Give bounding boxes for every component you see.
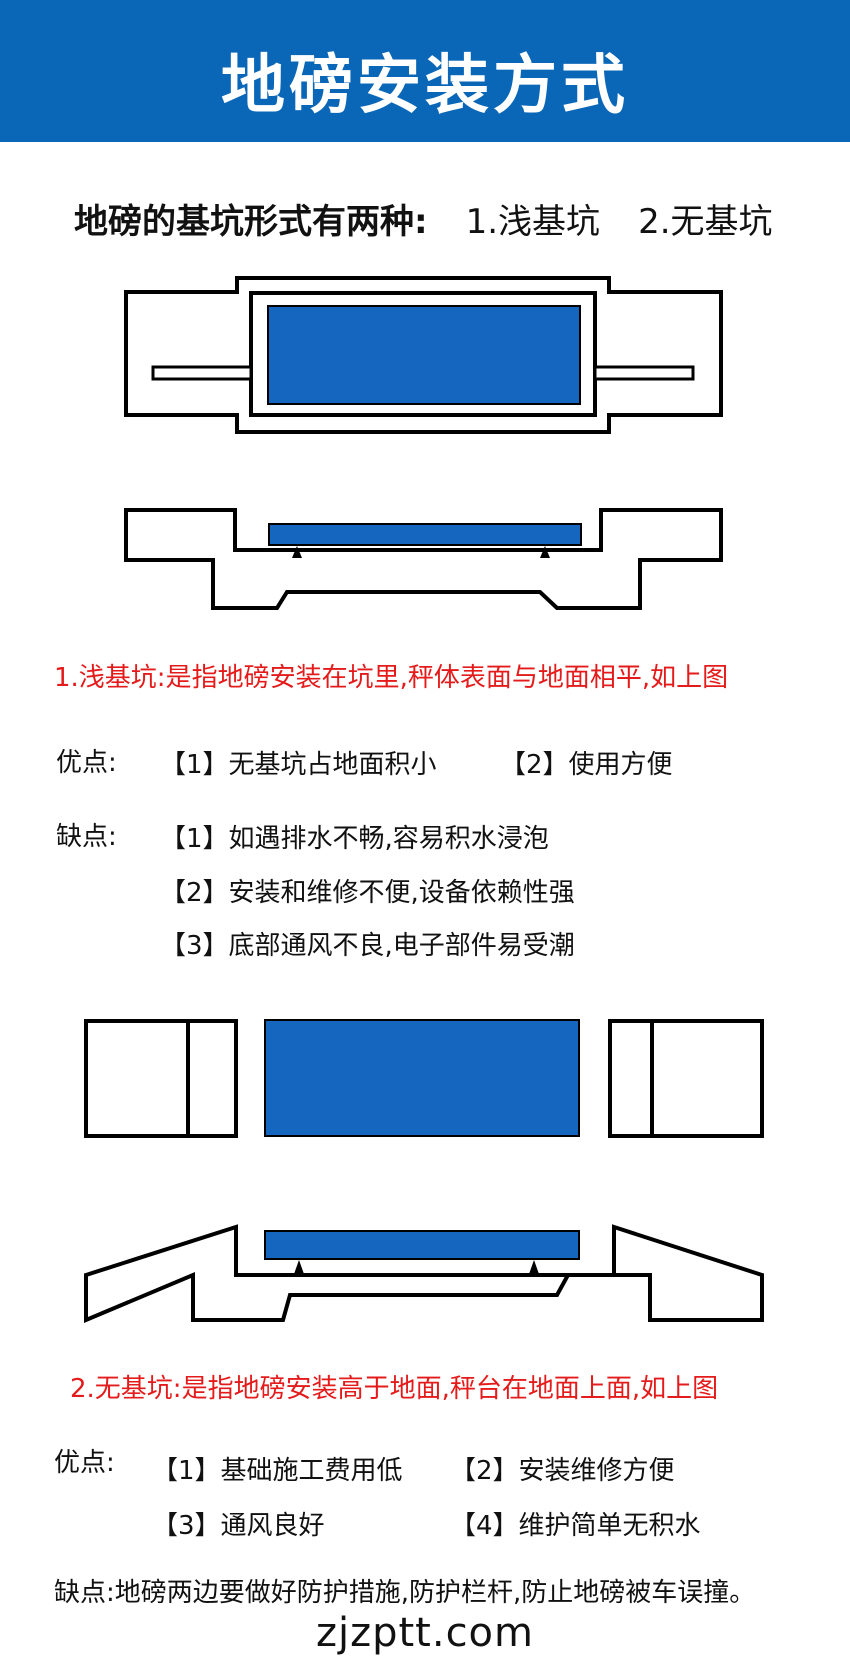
shallow-pros-item: 【2】使用方便 <box>500 750 673 780</box>
nopit-top-view <box>84 1019 764 1138</box>
scale-platform <box>264 1230 580 1260</box>
ramp-left <box>84 1019 238 1138</box>
shallow-cons-item: 【3】底部通风不良,电子部件易受潮 <box>160 931 575 961</box>
shallow-pit-top-view <box>124 276 723 434</box>
load-cell-left <box>292 546 302 558</box>
page-title: 地磅安装方式 <box>221 49 629 123</box>
watermark: zjzptt.com <box>315 1610 534 1656</box>
nopit-cons: 缺点:地磅两边要做好防护措施,防护栏杆,防止地磅被车误撞。 <box>54 1578 756 1608</box>
nopit-description: 2.无基坑:是指地磅安装高于地面,秤台在地面上面,如上图 <box>70 1374 719 1404</box>
cable-slot-left <box>151 365 253 381</box>
load-cell-left <box>294 1260 304 1274</box>
shallow-pros-item: 【1】无基坑占地面积小 <box>160 750 437 780</box>
nopit-pros-item: 【1】基础施工费用低 <box>152 1456 403 1486</box>
pit-cross-section <box>124 508 723 610</box>
shallow-cons-label: 缺点: <box>56 822 117 852</box>
foundation-cross-section <box>84 1224 764 1324</box>
intro-option-shallow: 1.浅基坑 <box>465 202 601 242</box>
scale-platform <box>267 305 581 405</box>
scale-platform <box>264 1019 580 1137</box>
ramp-right <box>608 1019 764 1138</box>
load-cell-right <box>529 1260 539 1274</box>
shallow-pros-label: 优点: <box>56 748 117 778</box>
shallow-cons-item: 【2】安装和维修不便,设备依赖性强 <box>160 878 575 908</box>
cable-slot-right <box>593 365 695 381</box>
intro-option-nopit: 2.无基坑 <box>638 202 773 242</box>
scale-platform <box>268 523 582 546</box>
shallow-cons-item: 【1】如遇排水不畅,容易积水浸泡 <box>160 824 549 854</box>
shallow-pit-description: 1.浅基坑:是指地磅安装在坑里,秤体表面与地面相平,如上图 <box>54 663 729 693</box>
pit-outline <box>124 276 723 434</box>
nopit-pros-item: 【3】通风良好 <box>152 1511 325 1541</box>
intro-label: 地磅的基坑形式有两种: <box>74 202 428 242</box>
inner-frame <box>249 291 597 417</box>
nopit-pros-label: 优点: <box>54 1448 115 1478</box>
nopit-pros-item: 【2】安装维修方便 <box>450 1456 675 1486</box>
header-banner: 地磅安装方式 <box>0 0 850 142</box>
load-cell-right <box>540 546 550 558</box>
intro-line: 地磅的基坑形式有两种: 1.浅基坑 2.无基坑 <box>74 194 773 243</box>
shallow-pit-side-view <box>124 508 723 610</box>
nopit-pros-item: 【4】维护简单无积水 <box>450 1511 701 1541</box>
nopit-side-view <box>84 1224 764 1324</box>
